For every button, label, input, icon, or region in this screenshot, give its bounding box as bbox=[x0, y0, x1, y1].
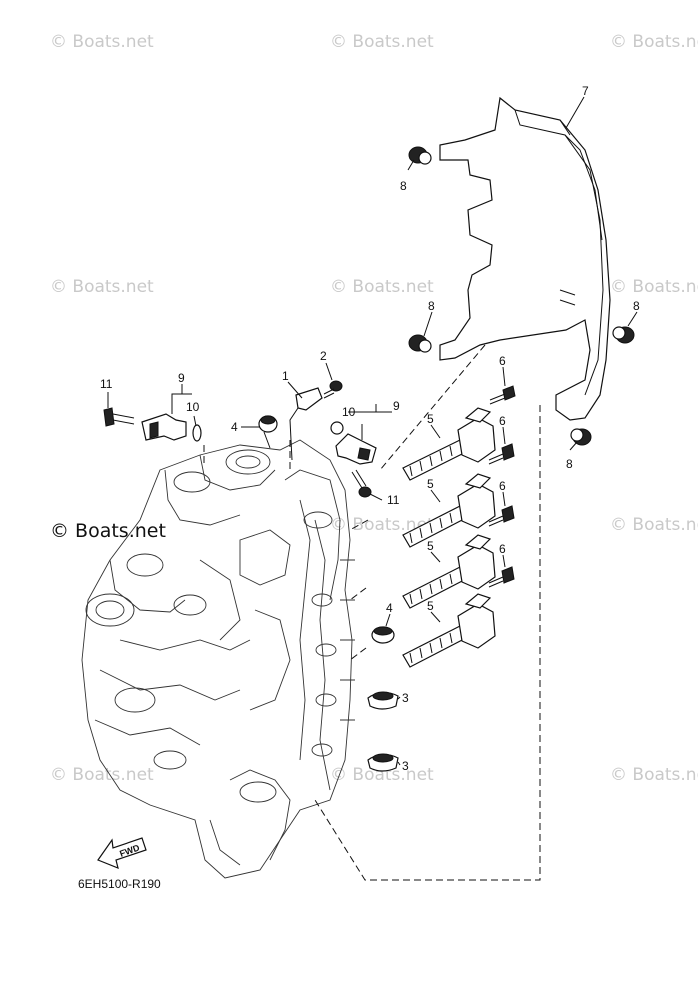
sensor-9-left bbox=[141, 413, 187, 441]
watermark: © Boats.net bbox=[50, 765, 154, 785]
oring-10-right bbox=[330, 421, 344, 435]
callout-11: 11 bbox=[100, 377, 113, 391]
callout-4: 4 bbox=[231, 420, 238, 434]
clamp-4-left bbox=[258, 415, 278, 449]
leader-lines bbox=[107, 96, 638, 766]
grommet-8-bottom bbox=[570, 428, 592, 446]
callout-5: 5 bbox=[427, 412, 434, 426]
callout-5: 5 bbox=[427, 539, 434, 553]
watermark-dark: © Boats.net bbox=[50, 520, 166, 542]
callout-8: 8 bbox=[428, 299, 435, 313]
ignition-coil-3 bbox=[402, 534, 496, 609]
assembly-lines bbox=[203, 344, 541, 881]
oring-10-left bbox=[192, 424, 202, 442]
watermark: © Boats.net bbox=[610, 277, 698, 297]
callout-8: 8 bbox=[566, 457, 573, 471]
engine-block bbox=[81, 439, 355, 879]
watermark: © Boats.net bbox=[330, 515, 434, 535]
callout-3: 3 bbox=[402, 759, 409, 773]
bolt-11-left bbox=[103, 407, 135, 427]
screw-2 bbox=[323, 380, 343, 399]
watermark: © Boats.net bbox=[610, 32, 698, 52]
clamp-3-upper bbox=[367, 691, 399, 710]
ignition-coil-2 bbox=[402, 473, 496, 548]
callout-3: 3 bbox=[402, 691, 409, 705]
callout-2: 2 bbox=[320, 349, 327, 363]
watermark: © Boats.net bbox=[330, 277, 434, 297]
bolt-11-right bbox=[351, 469, 372, 498]
bolt-6-a bbox=[489, 385, 516, 405]
callout-10: 10 bbox=[342, 405, 356, 419]
clamp-4-right bbox=[371, 626, 395, 644]
callout-4: 4 bbox=[386, 601, 393, 615]
watermarks: © Boats.net © Boats.net © Boats.net © Bo… bbox=[50, 32, 698, 785]
bolt-6-c bbox=[488, 505, 515, 527]
callout-7: 7 bbox=[582, 84, 589, 98]
watermark: © Boats.net bbox=[50, 32, 154, 52]
grommet-8-top bbox=[408, 146, 432, 165]
watermark: © Boats.net bbox=[610, 515, 698, 535]
watermark: © Boats.net bbox=[610, 765, 698, 785]
watermark: © Boats.net bbox=[330, 765, 434, 785]
callout-6: 6 bbox=[499, 479, 506, 493]
bolt-6-b bbox=[488, 443, 515, 465]
callout-9: 9 bbox=[178, 371, 185, 385]
callout-9: 9 bbox=[393, 399, 400, 413]
callout-1: 1 bbox=[282, 369, 289, 383]
callout-10: 10 bbox=[186, 400, 200, 414]
grommet-8-mid bbox=[408, 334, 432, 353]
callout-5: 5 bbox=[427, 599, 434, 613]
callout-11: 11 bbox=[387, 493, 400, 507]
callout-6: 6 bbox=[499, 542, 506, 556]
sensor-9-right bbox=[335, 433, 377, 465]
clamp-3-lower bbox=[367, 753, 399, 772]
watermark: © Boats.net bbox=[50, 277, 154, 297]
bracket-1 bbox=[289, 387, 323, 461]
watermark: © Boats.net bbox=[330, 32, 434, 52]
ignition-coil-1 bbox=[402, 407, 496, 481]
callout-8: 8 bbox=[400, 179, 407, 193]
bolt-6-d bbox=[488, 566, 515, 588]
callout-numbers: 7 8 8 8 8 6 6 6 6 5 5 5 5 4 3 3 4 1 2 9 … bbox=[100, 84, 640, 773]
callout-6: 6 bbox=[499, 414, 506, 428]
fwd-arrow: FWD bbox=[97, 837, 147, 869]
grommet-8-right bbox=[612, 326, 635, 344]
callout-8: 8 bbox=[633, 299, 640, 313]
drawing-code: 6EH5100-R190 bbox=[78, 877, 161, 891]
coil-cover bbox=[439, 96, 611, 421]
callout-6: 6 bbox=[499, 354, 506, 368]
callout-5: 5 bbox=[427, 477, 434, 491]
ignition-coil-4 bbox=[402, 593, 496, 668]
